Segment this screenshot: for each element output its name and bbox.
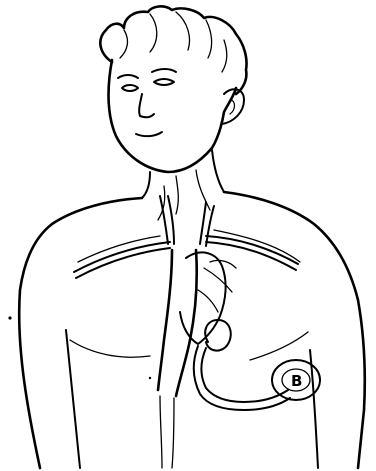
left-arm-line: [66, 330, 80, 468]
speckles: [8, 316, 151, 379]
neck-right: [212, 150, 224, 192]
vessels: [74, 196, 298, 468]
head: [100, 6, 246, 172]
catheter-tube-outer: [194, 346, 290, 410]
catheter-system: B: [194, 320, 320, 410]
jugular-vein-right: [200, 202, 214, 246]
device-label: B: [291, 372, 302, 390]
right-chest-contour: [250, 332, 308, 360]
right-subclavian-vein: [206, 236, 298, 270]
left-shoulder: [19, 198, 142, 468]
face-outline: [109, 60, 236, 172]
nose: [139, 94, 154, 117]
superior-vena-cava: [158, 250, 197, 396]
left-subclavian-vein: [74, 242, 170, 278]
hair-strands: [120, 12, 227, 72]
right-shoulder: [224, 192, 365, 468]
jugular-vein-left: [160, 196, 174, 244]
torso: [19, 150, 365, 468]
catheter-tube-inner: [202, 348, 289, 402]
mouth: [136, 132, 162, 136]
heart-vessels: [198, 260, 236, 312]
left-eye: [122, 85, 138, 91]
catheter-loop: [205, 320, 231, 351]
neck-left: [142, 172, 150, 198]
neck-tendons: [158, 170, 210, 220]
speckle-mark: [149, 377, 151, 379]
speckle-mark: [8, 316, 11, 319]
left-chest-contour: [70, 340, 150, 357]
left-eyebrow: [118, 75, 138, 78]
right-eyebrow: [152, 69, 176, 72]
heart-outline: [180, 252, 226, 344]
descending-vessel: [160, 396, 174, 468]
left-clavicle: [78, 236, 160, 262]
right-eye: [154, 79, 174, 85]
